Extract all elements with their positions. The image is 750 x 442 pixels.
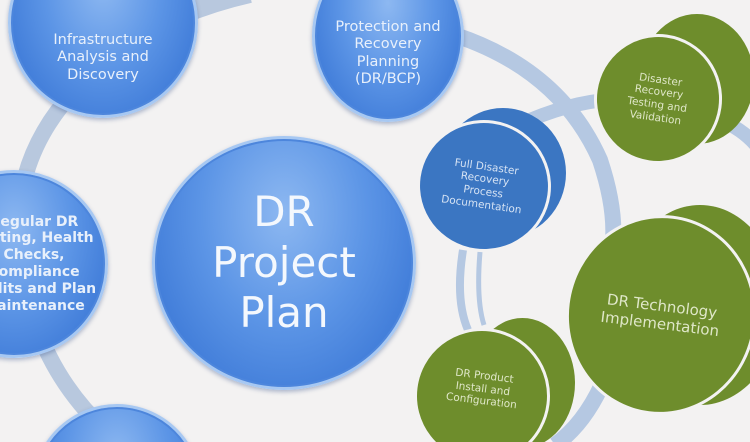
phase-label-line: Analysis and [57, 49, 149, 66]
phase-label-line: Infrastructure [53, 31, 153, 48]
phase-label-line: Discovery [67, 66, 139, 83]
phase-label-line: Regular DR [0, 213, 79, 230]
phase-label-line: Testing, Health [0, 230, 94, 247]
phase-label-line: Maintenance [0, 297, 85, 314]
phase-label-line: Planning [356, 53, 420, 70]
phase-label-line: Recovery [354, 36, 422, 53]
center-title-line: Plan [239, 288, 329, 338]
phase-label-line: (DR/BCP) [354, 70, 421, 87]
phase-label-line: Audits and Plan [0, 280, 97, 297]
center-title-line: Project [212, 237, 356, 287]
center-dr-project-plan[interactable]: DR Project Plan [152, 136, 416, 390]
phase-label-line: Compliance [0, 264, 80, 280]
phase-label-line: Checks, [3, 247, 65, 264]
phase-label-line: Protection and [335, 18, 441, 35]
center-title-line: DR [253, 187, 315, 237]
